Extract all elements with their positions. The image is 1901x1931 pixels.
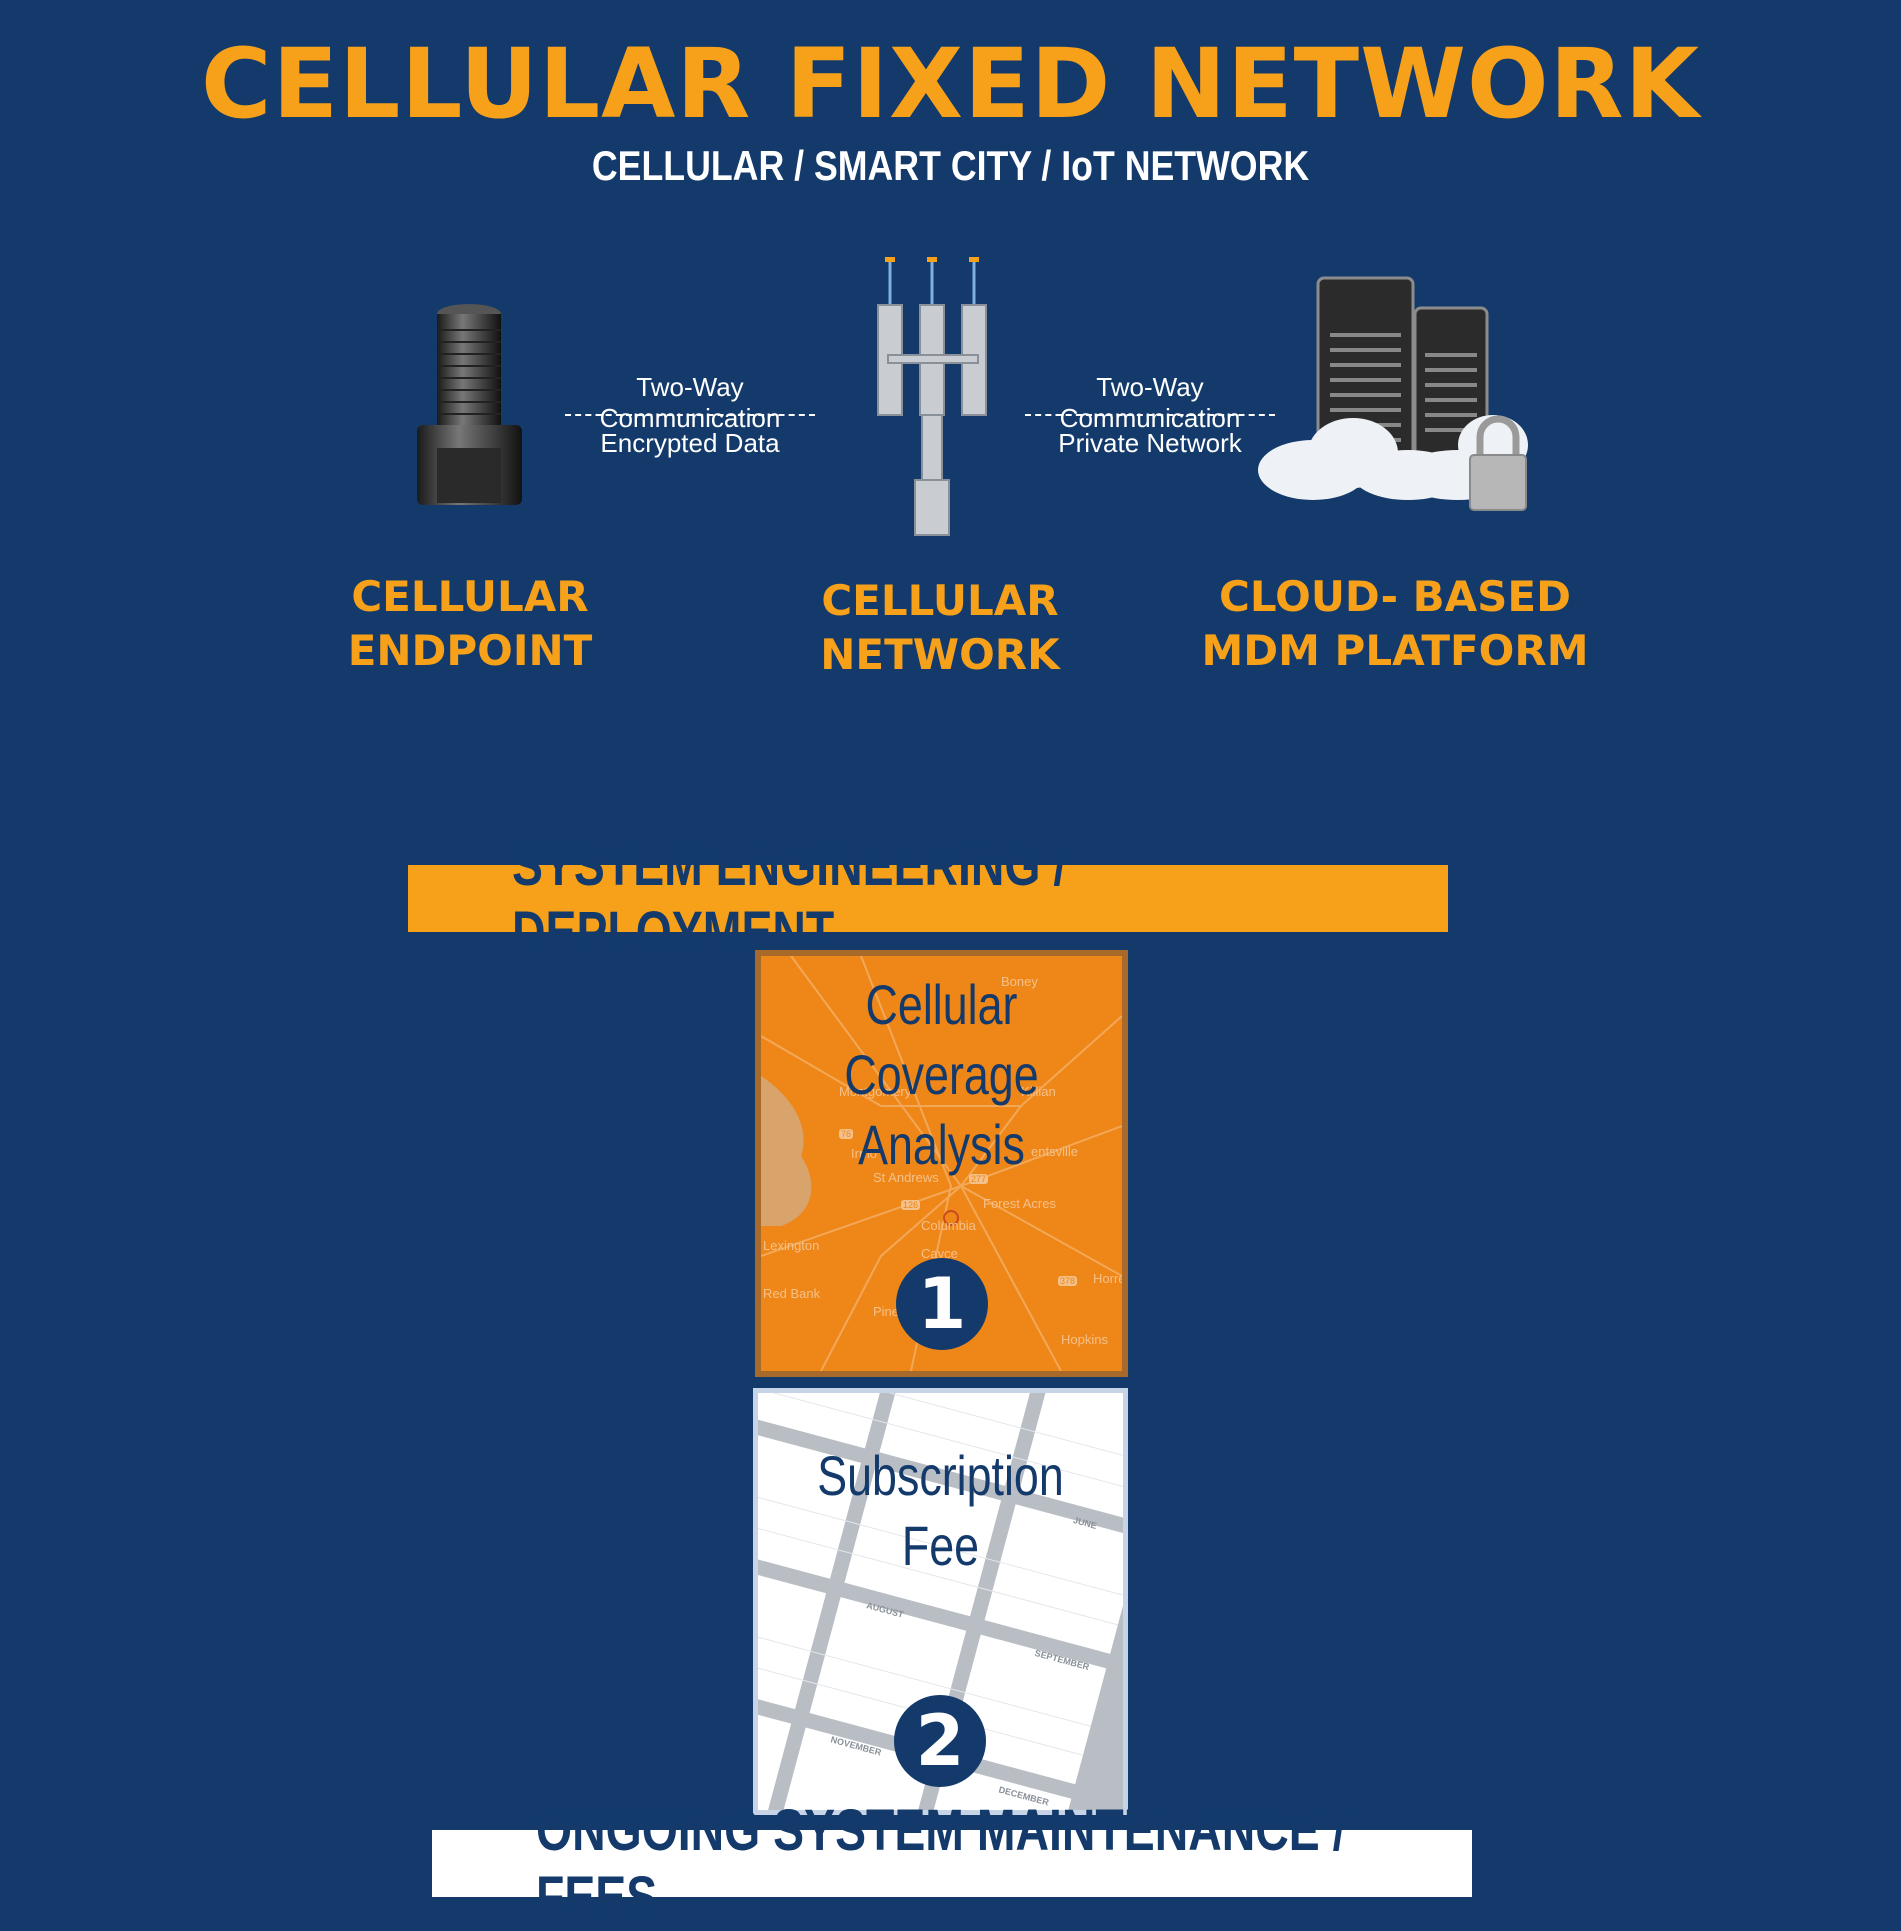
subscription-fee-title: Subscription Fee bbox=[795, 1441, 1087, 1581]
node-label-platform: CLOUD- BASED MDM PLATFORM bbox=[1190, 570, 1600, 678]
maintenance-banner: ONGOING SYSTEM MAINTENANCE / FEES bbox=[432, 1798, 1472, 1930]
subscription-title-line: Subscription bbox=[817, 1444, 1064, 1507]
map-label: Boney bbox=[1001, 974, 1038, 989]
page-subtitle: CELLULAR / SMART CITY / IoT NETWORK bbox=[591, 142, 1310, 189]
map-label: St Andrews bbox=[873, 1170, 939, 1185]
map-label: Irmo bbox=[851, 1146, 877, 1161]
map-label: Red Bank bbox=[763, 1286, 821, 1301]
map-highway-label: 277 bbox=[969, 1174, 989, 1184]
coverage-title-line: Cellular bbox=[865, 973, 1018, 1036]
link1-divider bbox=[565, 414, 815, 416]
link1-bottom-label: Encrypted Data bbox=[600, 428, 780, 458]
coverage-title-line: Analysis bbox=[858, 1113, 1025, 1176]
node-label-line: CELLULAR bbox=[821, 576, 1059, 625]
deployment-banner-text: SYSTEM ENGINEERING / DEPLOYMENT bbox=[512, 832, 1067, 965]
subscription-title-line: Fee bbox=[901, 1514, 980, 1577]
cloud-server-icon bbox=[1258, 276, 1528, 511]
map-label: Cayce bbox=[921, 1246, 958, 1261]
map-label: Lexington bbox=[763, 1238, 820, 1253]
calendar-background bbox=[758, 1393, 1123, 1810]
node-label-line: MDM PLATFORM bbox=[1201, 626, 1589, 675]
link2-divider bbox=[1025, 414, 1275, 416]
subscription-fee-card: JUNE AUGUST SEPTEMBER NOVEMBER DECEMBER … bbox=[753, 1388, 1128, 1815]
map-label: entsville bbox=[1031, 1144, 1078, 1159]
map-label: Columbia bbox=[921, 1218, 976, 1233]
cell-tower-icon bbox=[877, 257, 987, 536]
page-title: CELLULAR FIXED NETWORK bbox=[201, 28, 1700, 140]
link2-bottom-label: Private Network bbox=[1058, 428, 1242, 458]
coverage-analysis-card: Boney Montgomery Killian Irmo entsville … bbox=[755, 950, 1128, 1377]
node-label-network: CELLULAR NETWORK bbox=[760, 574, 1120, 682]
node-label-line: ENDPOINT bbox=[347, 626, 593, 675]
coverage-analysis-title: Cellular Coverage Analysis bbox=[797, 970, 1086, 1180]
map-highway-label: 126 bbox=[901, 1200, 921, 1210]
step-badge-1: 1 bbox=[896, 1258, 988, 1350]
map-highway-label: 76 bbox=[839, 1129, 854, 1139]
map-label: Forest Acres bbox=[983, 1196, 1056, 1211]
node-label-line: NETWORK bbox=[820, 630, 1060, 679]
cellular-endpoint-icon bbox=[417, 304, 522, 505]
link1-top-label: Two-Way Communication bbox=[599, 372, 781, 433]
map-label: Montgomery bbox=[839, 1084, 912, 1099]
node-label-line: CLOUD- BASED bbox=[1219, 572, 1571, 621]
node-label-line: CELLULAR bbox=[351, 572, 589, 621]
deployment-banner: SYSTEM ENGINEERING / DEPLOYMENT bbox=[408, 833, 1448, 965]
node-label-endpoint: CELLULAR ENDPOINT bbox=[290, 570, 650, 678]
link2-top-label: Two-Way Communication bbox=[1059, 372, 1241, 433]
step-badge-2: 2 bbox=[894, 1695, 986, 1787]
map-label: Horre bbox=[1093, 1271, 1126, 1286]
coverage-title-line: Coverage bbox=[844, 1043, 1039, 1106]
map-label: Hopkins bbox=[1061, 1332, 1108, 1347]
map-label: Pine bbox=[873, 1304, 900, 1319]
maintenance-banner-text: ONGOING SYSTEM MAINTENANCE / FEES bbox=[536, 1797, 1346, 1930]
map-label: Killian bbox=[1021, 1084, 1056, 1099]
map-highway-label: 378 bbox=[1058, 1276, 1078, 1286]
